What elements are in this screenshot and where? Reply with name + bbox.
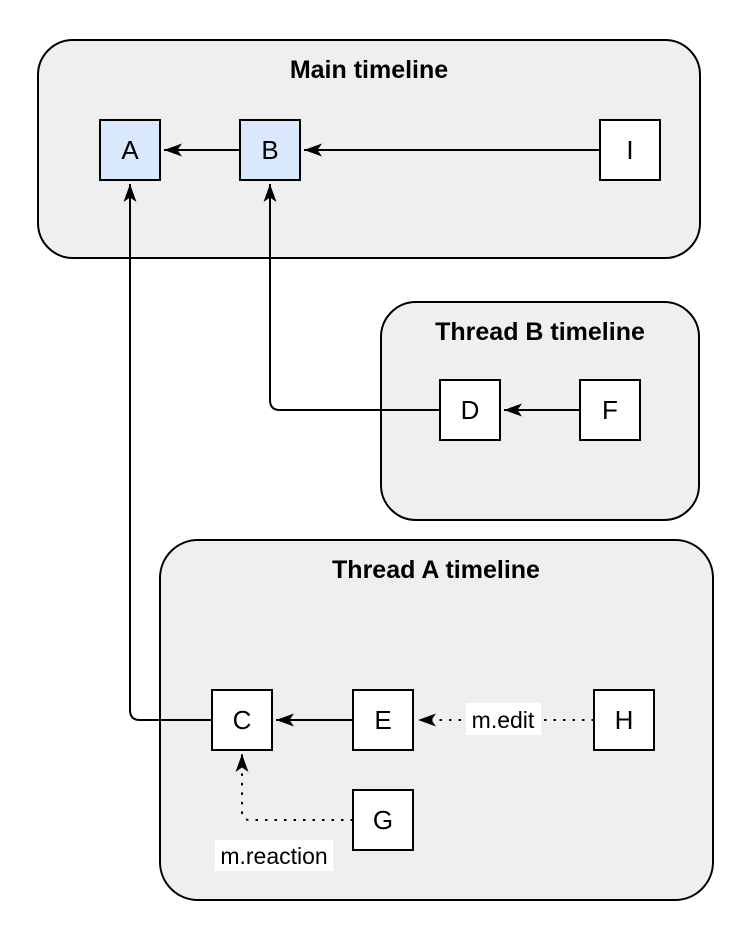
node-a-box [99,119,161,181]
edge-label-m-reaction-text: m.reaction [220,843,327,869]
node-d: D [439,379,501,441]
node-h-label: H [615,705,634,735]
container-thread-a-timeline-title: Thread A timeline [332,556,540,584]
edge-g-to-c-reaction [235,754,353,821]
node-h: H [593,689,655,751]
edge-label-m-edit: m.edit [466,703,541,735]
node-f-label: F [602,395,618,425]
container-main-timeline-title: Main timeline [290,56,448,84]
node-b-box [239,119,301,181]
edge-d-to-b [263,184,440,411]
node-e-label: E [374,705,391,735]
node-i-box [599,119,661,181]
node-g-box [352,789,414,851]
node-g: G [352,789,414,851]
edge-label-m-reaction: m.reaction [215,840,333,871]
container-thread-b-timeline-title: Thread B timeline [435,318,645,346]
node-g-label: G [373,805,393,835]
node-c: C [211,689,273,751]
node-a: A [99,119,161,181]
node-c-label: C [233,705,252,735]
node-i: I [599,119,661,181]
node-d-label: D [461,395,480,425]
node-b-label: B [261,135,278,165]
edge-label-m-edit-bg [466,703,541,735]
edge-label-m-reaction-bg [215,840,333,871]
node-c-box [211,689,273,751]
node-e: E [352,689,414,751]
node-h-box [593,689,655,751]
edge-c-to-a [123,184,212,721]
node-d-box [439,379,501,441]
node-a-label: A [121,135,139,165]
node-f: F [579,379,641,441]
node-b: B [239,119,301,181]
node-f-box [579,379,641,441]
node-i-label: I [626,135,633,165]
node-e-box [352,689,414,751]
edge-label-m-edit-text: m.edit [472,707,535,733]
